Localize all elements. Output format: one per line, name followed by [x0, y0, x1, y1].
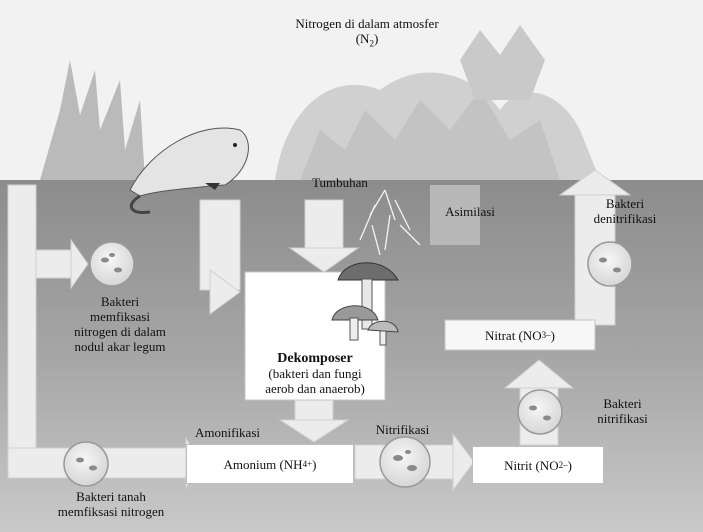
roots-illustration [359, 189, 421, 256]
legume-line-3: nitrogen di dalam [74, 324, 166, 339]
atmosphere-formula-sub: 2 [369, 38, 374, 49]
plants-label: Tumbuhan [312, 175, 368, 190]
nitrite-close: ) [567, 457, 572, 473]
denitrifying-bacteria-cell [587, 241, 633, 287]
nitrate-text: Nitrat (NO [484, 327, 542, 343]
left-channel [7, 184, 37, 466]
decomposer-line-1: (bakteri dan fungi [268, 366, 362, 381]
atmosphere-formula-close: ) [373, 31, 379, 46]
arrow-nitrate-up-head [558, 169, 632, 196]
rat-illustration [129, 127, 249, 215]
nitrifying-line-1: Bakteri [603, 396, 642, 411]
ammonium-text: Amonium (NH [223, 456, 303, 472]
legume-bacteria-label: Bakteri memfiksasi nitrogen di dalam nod… [60, 294, 180, 354]
arrow-decomposer-down [294, 397, 334, 424]
legume-bacteria-cell [89, 241, 135, 287]
soil-bacteria-line-2: memfiksasi nitrogen [57, 504, 165, 519]
nitrate-close: ) [550, 327, 556, 343]
denitrifying-line-2: denitrifikasi [593, 211, 657, 226]
decomposer-line-2: aerob dan anaerob) [265, 381, 365, 396]
atmosphere-formula: (N [355, 31, 370, 46]
arrow-nitrite-up-head [503, 359, 575, 389]
assimilation-channel [430, 185, 480, 245]
arrow-plants-center [304, 199, 344, 251]
decomposer-label: Dekomposer (bakteri dan fungi aerob dan … [250, 350, 380, 396]
nitrifying-bacteria-cell-2 [517, 389, 563, 435]
ammonium-close: ) [312, 456, 317, 472]
nitrite-text: Nitrit (NO [504, 457, 559, 473]
decomposer-title: Dekomposer [277, 351, 353, 366]
nitrifying-bacteria-label: Bakteri nitrifikasi [575, 396, 670, 426]
ammonification-label: Amonifikasi [195, 425, 260, 440]
arrow-nitrification-head [452, 432, 475, 492]
soil-bacteria-line-1: Bakteri tanah [76, 489, 146, 504]
soil-bacteria-label: Bakteri tanah memfiksasi nitrogen [36, 489, 186, 519]
arrow-plants-down [199, 199, 241, 291]
assimilation-label: Asimilasi [445, 204, 495, 219]
legume-line-1: Bakteri [100, 294, 140, 309]
arrow-to-decomposer [209, 269, 241, 315]
vegetation [40, 25, 600, 180]
arrow-plants-center-head [288, 247, 360, 273]
soil-bacteria-cell [63, 441, 109, 487]
arrow-left-in-head [70, 238, 89, 290]
atmosphere-text: Nitrogen di dalam atmosfer [295, 16, 439, 31]
denitrifying-bacteria-label: Bakteri denitrifikasi [580, 196, 670, 226]
mushroom-illustration [331, 262, 399, 346]
legume-line-2: memfiksasi [90, 309, 150, 324]
nitrifying-line-2: nitrifikasi [597, 411, 648, 426]
arrow-decomposer-down-head [278, 419, 350, 443]
nitrate-box-bg [444, 319, 596, 351]
nitrification-label: Nitrifikasi [375, 422, 430, 437]
arrow-left-in [35, 249, 72, 279]
legume-line-4: nodul akar legum [74, 339, 166, 354]
atmosphere-label: Nitrogen di dalam atmosfer (N2) [262, 16, 472, 49]
nitrifying-bacteria-cell-1 [379, 436, 431, 488]
denitrifying-line-1: Bakteri [605, 196, 645, 211]
